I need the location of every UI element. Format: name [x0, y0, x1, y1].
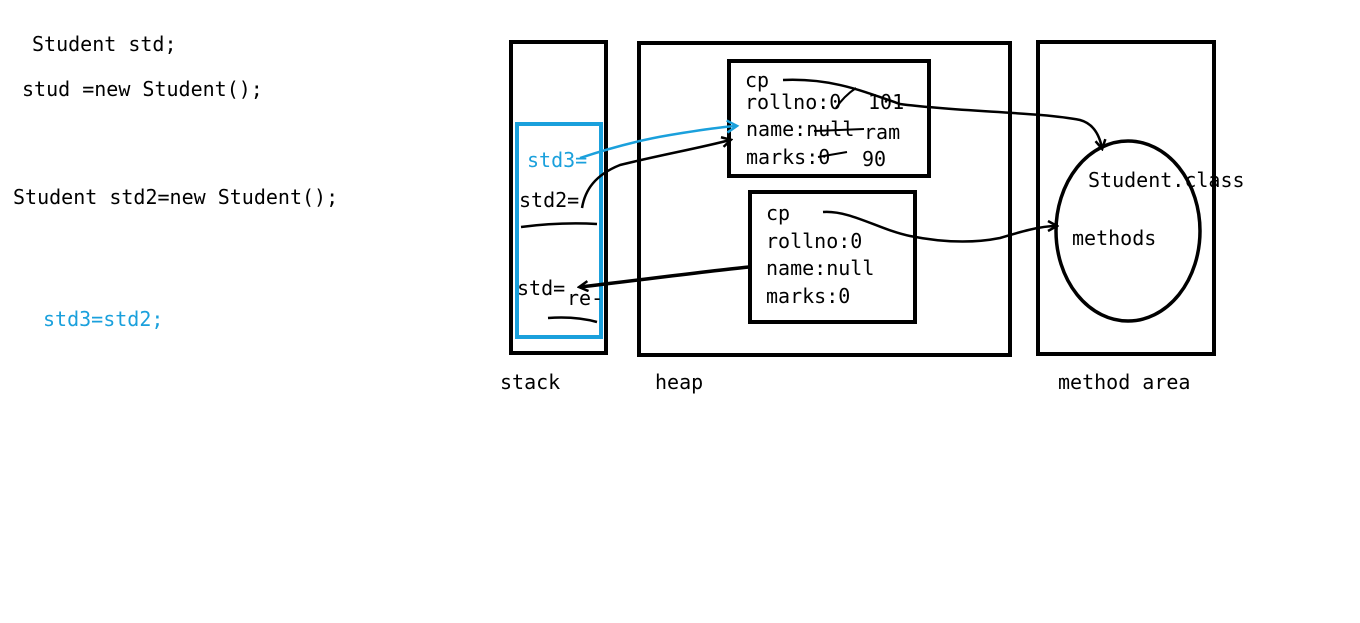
stack-label: stack [500, 370, 560, 394]
stack-std2-label: std2= [519, 188, 579, 212]
object1-marks: marks:0 [746, 145, 830, 169]
method-area-label: method area [1058, 370, 1190, 394]
student-class-label: Student.class [1088, 168, 1245, 192]
stack-scribble: re- [567, 286, 603, 310]
method-area-box [1036, 40, 1216, 356]
arrow-std3-to-object1 [579, 126, 736, 160]
object2-marks: marks:0 [766, 284, 850, 308]
code-line-std3-assign: std3=std2; [43, 307, 164, 331]
object2-rollno: rollno:0 [766, 229, 862, 253]
object1-name-strike [813, 128, 865, 132]
code-line-stud-new: stud =new Student(); [22, 77, 263, 101]
heap-object-1 [727, 59, 931, 178]
stack-divider-2 [547, 316, 598, 324]
arrow-object2-to-std [580, 265, 750, 287]
object1-marks-strike [817, 151, 848, 158]
stack-divider-1 [520, 222, 598, 229]
code-line-student-std2: Student std2=new Student(); [13, 185, 339, 209]
code-line-student-std: Student std; [32, 32, 177, 56]
methods-label: methods [1072, 226, 1156, 250]
object1-rollno: rollno:0 [745, 90, 841, 114]
stack-box [509, 40, 608, 355]
object1-name-new: ram [864, 120, 900, 144]
stack-std-label: std= [517, 276, 565, 300]
object1-name: name:null [746, 117, 854, 141]
object1-marks-new: 90 [862, 147, 886, 171]
stack-std3-label: std3= [527, 148, 587, 172]
arrow-object1-cp-to-class [782, 78, 1102, 148]
heap-object-2 [748, 190, 917, 324]
arrow-object2-cp-to-methods [822, 210, 1056, 243]
arrow-std2-to-object1 [580, 140, 730, 209]
object1-cp: cp [745, 68, 769, 92]
object2-cp: cp [766, 201, 790, 225]
object2-name: name:null [766, 256, 874, 280]
heap-label: heap [655, 370, 703, 394]
heap-box [637, 41, 1012, 357]
stack-highlight-box [515, 122, 603, 339]
